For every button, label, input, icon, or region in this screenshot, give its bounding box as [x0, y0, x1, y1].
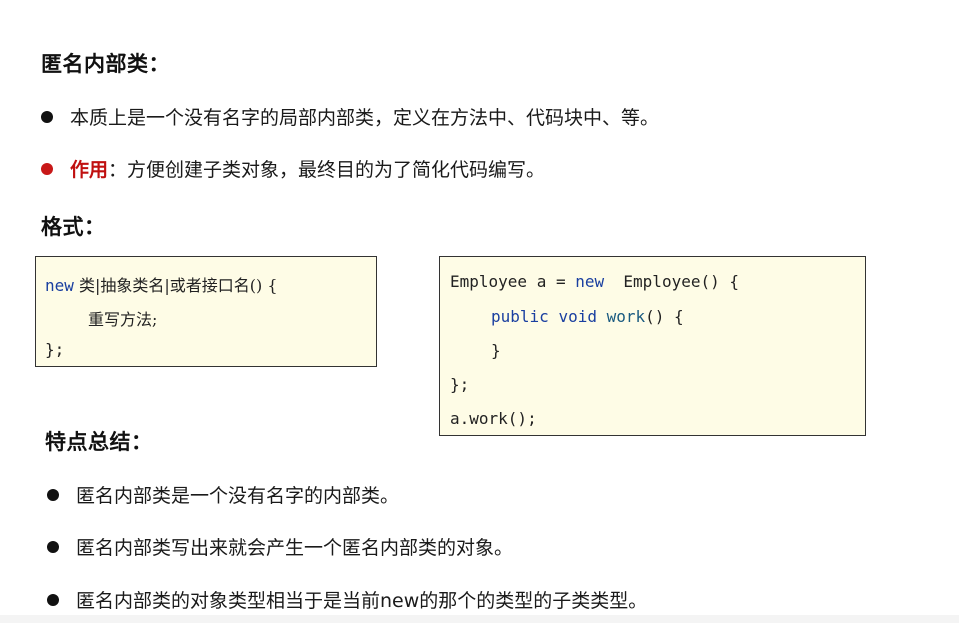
bullet-definition: 本质上是一个没有名字的局部内部类，定义在方法中、代码块中、等。 [41, 103, 659, 130]
code-line-1: Employee a = new Employee() { [450, 272, 739, 291]
syntax-code-box: new 类|抽象类名|或者接口名() { 重写方法; }; [35, 256, 377, 367]
bullet-dot-icon [47, 488, 59, 501]
code-line-4: }; [450, 375, 470, 394]
purpose-label: 作用 [70, 159, 109, 181]
bullet-dot-red-icon [41, 162, 53, 175]
keyword-new: new [575, 272, 605, 291]
bullet-dot-icon [47, 593, 59, 606]
section-title-anonymous-inner-class: 匿名内部类： [41, 52, 170, 76]
summary-bullet-1: 匿名内部类是一个没有名字的内部类。 [47, 481, 399, 508]
bullet-dot-icon [47, 540, 59, 553]
code-line-3: } [491, 341, 501, 360]
code-line-3: }; [45, 340, 65, 359]
bullet-text: 本质上是一个没有名字的局部内部类，定义在方法中、代码块中、等。 [70, 107, 660, 129]
bullet-dot-icon [41, 110, 53, 123]
keyword-new: new [45, 276, 74, 295]
summary-bullet-3: 匿名内部类的对象类型相当于是当前new的那个的类型的子类类型。 [47, 586, 647, 613]
code-line-2: public void work() { [491, 307, 684, 326]
example-code-box: Employee a = new Employee() { public voi… [439, 256, 866, 436]
format-title: 格式： [41, 215, 106, 239]
bullet-purpose: 作用 ：方便创建子类对象，最终目的为了简化代码编写。 [41, 155, 545, 182]
code-line-1: new 类|抽象类名|或者接口名() { [45, 276, 278, 295]
bottom-divider [0, 615, 959, 623]
summary-title: 特点总结： [45, 430, 153, 454]
code-line-2: 重写方法; [88, 310, 158, 329]
code-line-5: a.work(); [450, 409, 537, 428]
bullet-text: ：方便创建子类对象，最终目的为了简化代码编写。 [108, 159, 546, 181]
summary-bullet-2: 匿名内部类写出来就会产生一个匿名内部类的对象。 [47, 533, 513, 560]
